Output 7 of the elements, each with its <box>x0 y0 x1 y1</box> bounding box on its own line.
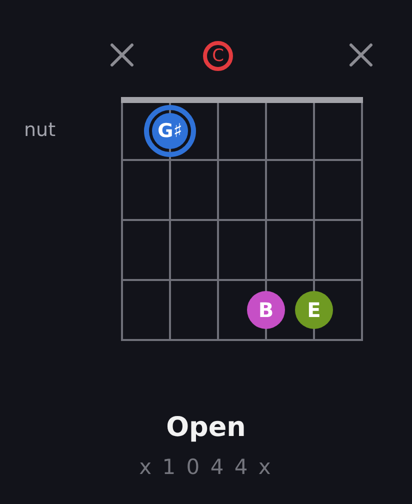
chord-name: Open <box>166 414 246 441</box>
open-string-ring: C <box>203 41 233 71</box>
finger-dot: G♯ <box>144 105 196 157</box>
fingering-text: x 1 0 4 4 x <box>139 457 273 478</box>
nut-label: nut <box>24 121 56 140</box>
finger-dot: E <box>295 291 333 329</box>
finger-dot: B <box>247 291 285 329</box>
